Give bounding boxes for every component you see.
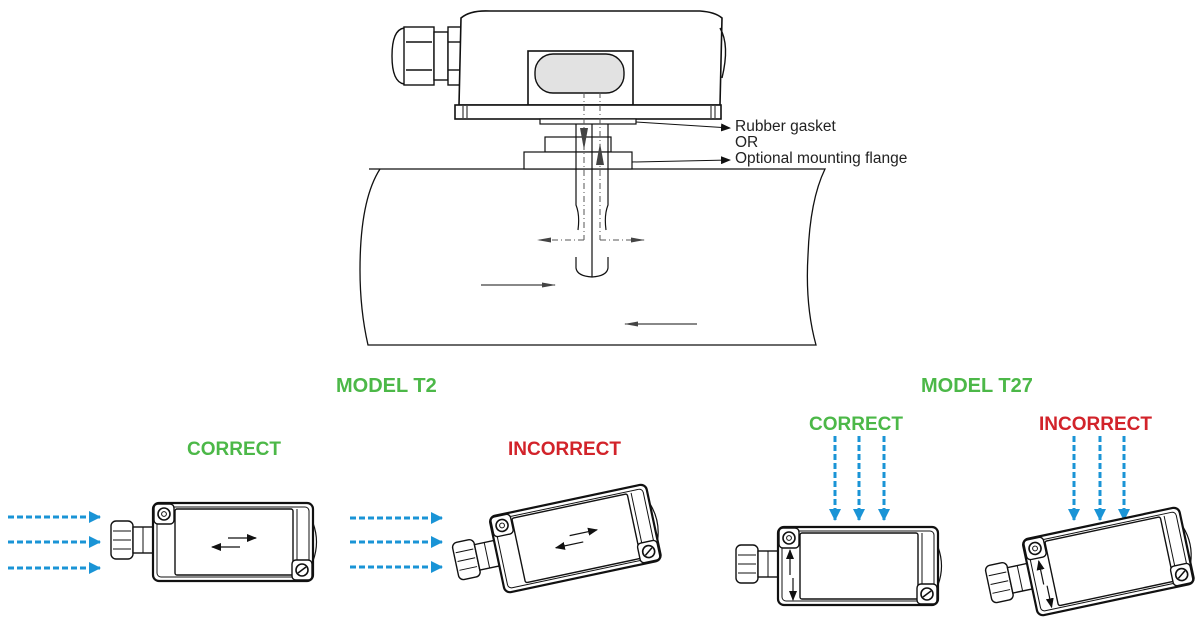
- t2-correct-label: CORRECT: [187, 439, 281, 460]
- t27-correct-label: CORRECT: [809, 414, 903, 435]
- probe: [575, 124, 609, 278]
- airflow-arrows: [1068, 436, 1130, 521]
- airflow-arrows: [8, 511, 101, 574]
- t27-incorrect-label: INCORRECT: [1039, 414, 1152, 435]
- internal-airflow-path: [537, 92, 645, 243]
- callout-mounting-flange: Optional mounting flange: [735, 150, 908, 167]
- callout-or: OR: [735, 134, 759, 151]
- flow-indicator: [211, 534, 257, 551]
- rubber-gasket: [539, 118, 637, 125]
- insertion-sensor-illustration: [359, 10, 827, 346]
- flow-down-arrow-icon: [580, 128, 588, 150]
- t2-incorrect-label: INCORRECT: [508, 439, 621, 460]
- display-window: [534, 53, 625, 94]
- airflow-arrows: [350, 512, 443, 573]
- base-plate: [454, 104, 722, 120]
- t27-correct-illustration: [734, 436, 943, 607]
- t2-correct-illustration: [8, 501, 318, 583]
- model-t27-title: MODEL T27: [921, 375, 1033, 397]
- t27-incorrect-illustration: [979, 436, 1199, 625]
- model-t2-title: MODEL T2: [336, 375, 437, 397]
- airflow-arrows: [829, 436, 890, 521]
- callout-rubber-gasket: Rubber gasket: [735, 118, 836, 135]
- t2-incorrect-illustration: [350, 481, 667, 604]
- cable-gland: [391, 26, 463, 86]
- flow-up-arrow-icon: [596, 143, 604, 165]
